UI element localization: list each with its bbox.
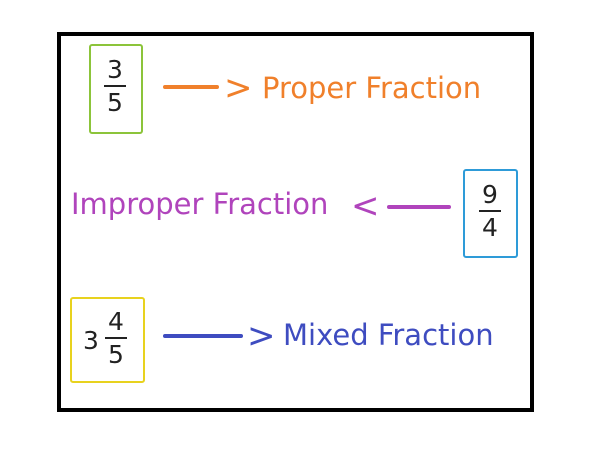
fraction-bar [105, 337, 127, 339]
proper-arrow-head: > [224, 68, 253, 108]
mixed-fraction-label: Mixed Fraction [283, 318, 494, 352]
proper-fraction-box: 3 5 [89, 44, 143, 134]
fraction-bar [104, 85, 126, 87]
fraction-bar [479, 210, 501, 212]
proper-numerator: 3 [107, 55, 123, 84]
mixed-whole: 3 [83, 326, 99, 355]
mixed-arrow-line [163, 334, 243, 338]
proper-arrow-line [163, 85, 219, 89]
mixed-fraction: 4 5 [105, 308, 127, 369]
improper-fraction: 9 4 [479, 181, 501, 242]
proper-denominator: 5 [107, 88, 123, 117]
improper-arrow-head: < [351, 186, 380, 226]
improper-arrow-line [387, 205, 451, 209]
improper-fraction-label: Improper Fraction [71, 187, 329, 221]
proper-fraction: 3 5 [104, 56, 126, 117]
improper-denominator: 4 [482, 213, 498, 242]
mixed-denominator: 5 [108, 340, 124, 369]
improper-fraction-box: 9 4 [463, 169, 518, 258]
mixed-arrow-head: > [247, 316, 276, 356]
mixed-numerator: 4 [108, 307, 124, 336]
mixed-fraction-box: 3 4 5 [70, 297, 145, 383]
improper-numerator: 9 [482, 180, 498, 209]
proper-fraction-label: Proper Fraction [262, 71, 482, 105]
